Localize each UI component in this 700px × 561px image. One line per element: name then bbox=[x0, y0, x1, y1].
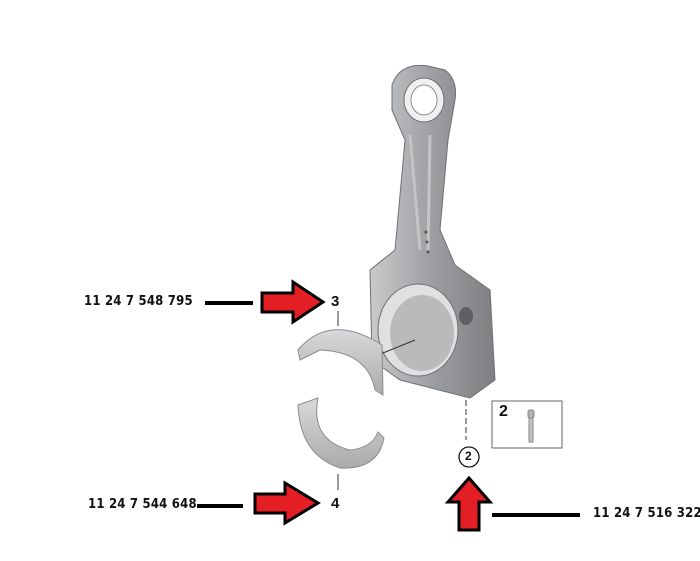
index-label-3: 3 bbox=[331, 293, 340, 310]
connecting-rod bbox=[369, 64, 496, 440]
part-number-bearing-upper: 11 24 7 548 795 bbox=[84, 294, 193, 309]
upper-bearing-shell bbox=[297, 329, 384, 396]
red-arrow-right-icon bbox=[260, 279, 326, 325]
inset-label: 2 bbox=[499, 403, 508, 420]
bolt-inset-box bbox=[491, 400, 563, 449]
part-number-bearing-lower: 11 24 7 544 648 bbox=[88, 497, 197, 512]
index-label-2: 2 bbox=[465, 449, 472, 463]
index-label-4: 4 bbox=[331, 495, 340, 512]
index-circle-2 bbox=[458, 446, 480, 468]
red-arrow-up-icon bbox=[444, 475, 494, 532]
part-number-bolt: 11 24 7 516 322 bbox=[593, 506, 700, 521]
lower-bearing-shell bbox=[297, 397, 385, 469]
red-arrow-right-icon bbox=[253, 480, 321, 526]
